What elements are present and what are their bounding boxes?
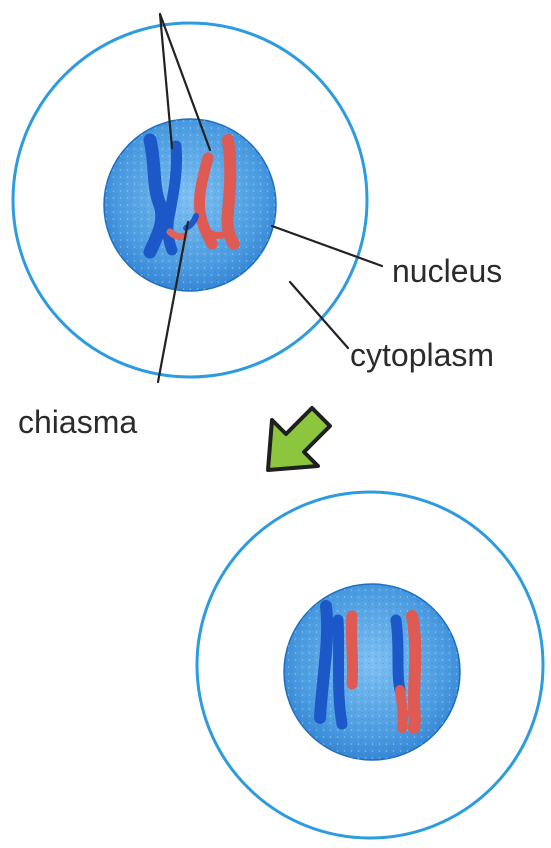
nucleus-label: nucleus bbox=[392, 253, 502, 289]
top-cell bbox=[13, 14, 367, 377]
bottom-red-chromosome-left bbox=[351, 616, 352, 684]
cytoplasm-label: cytoplasm bbox=[350, 337, 494, 373]
chiasma-label: chiasma bbox=[18, 404, 137, 440]
bottom-nucleus bbox=[284, 584, 460, 760]
top-nucleus bbox=[104, 119, 276, 291]
down-left-arrow-icon bbox=[268, 408, 330, 470]
bottom-cell bbox=[197, 492, 543, 838]
